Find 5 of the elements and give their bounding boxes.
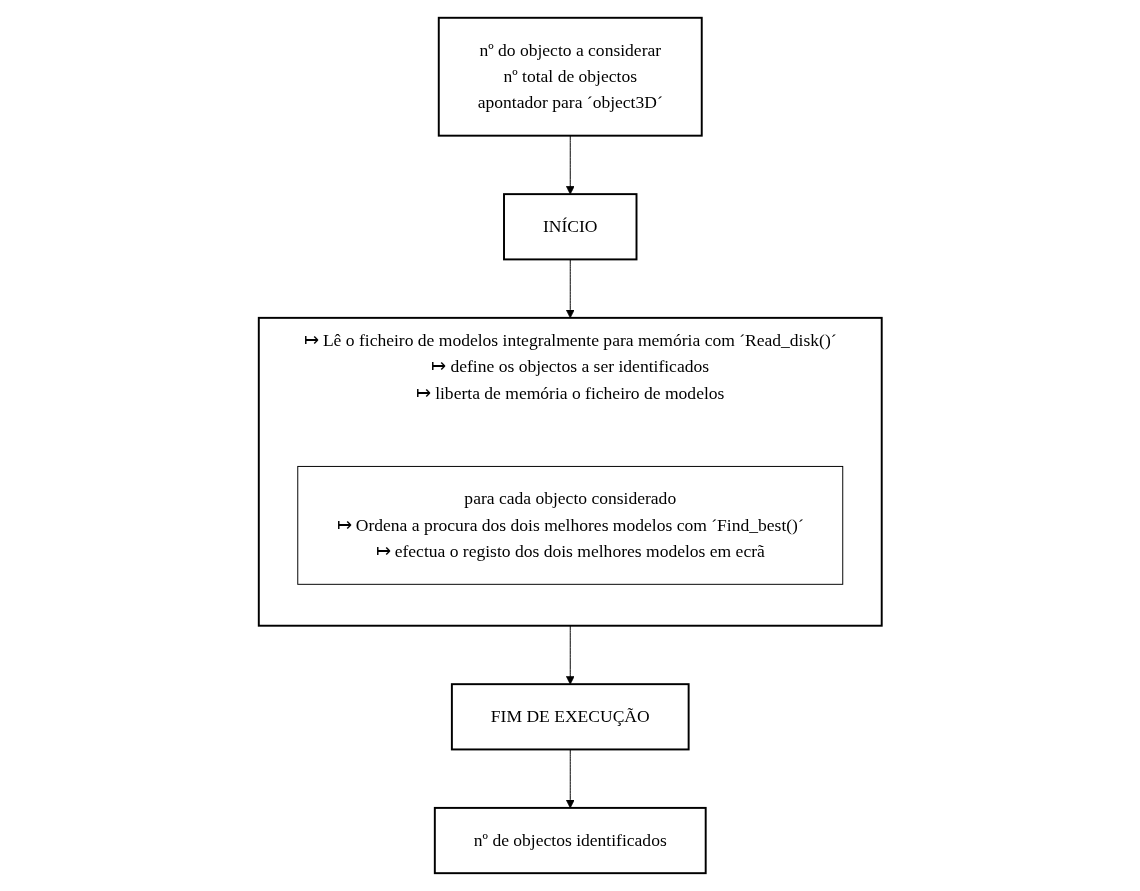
node-box: FIM DE EXECUÇÃO (450, 683, 690, 751)
node-box: nº de objectos identificados (433, 806, 707, 875)
node-box: para cada objecto considerado ↦ Ordena a procura dos dois melhores modelos com ´Find_best()´ ↦ efectua o registo dos dois melhores modelos em ecrã (297, 465, 843, 585)
node-box: INÍCIO (502, 193, 638, 261)
node-box: nº do objecto a considerar nº total de objectos apontador para ´object3D´ (437, 16, 703, 137)
